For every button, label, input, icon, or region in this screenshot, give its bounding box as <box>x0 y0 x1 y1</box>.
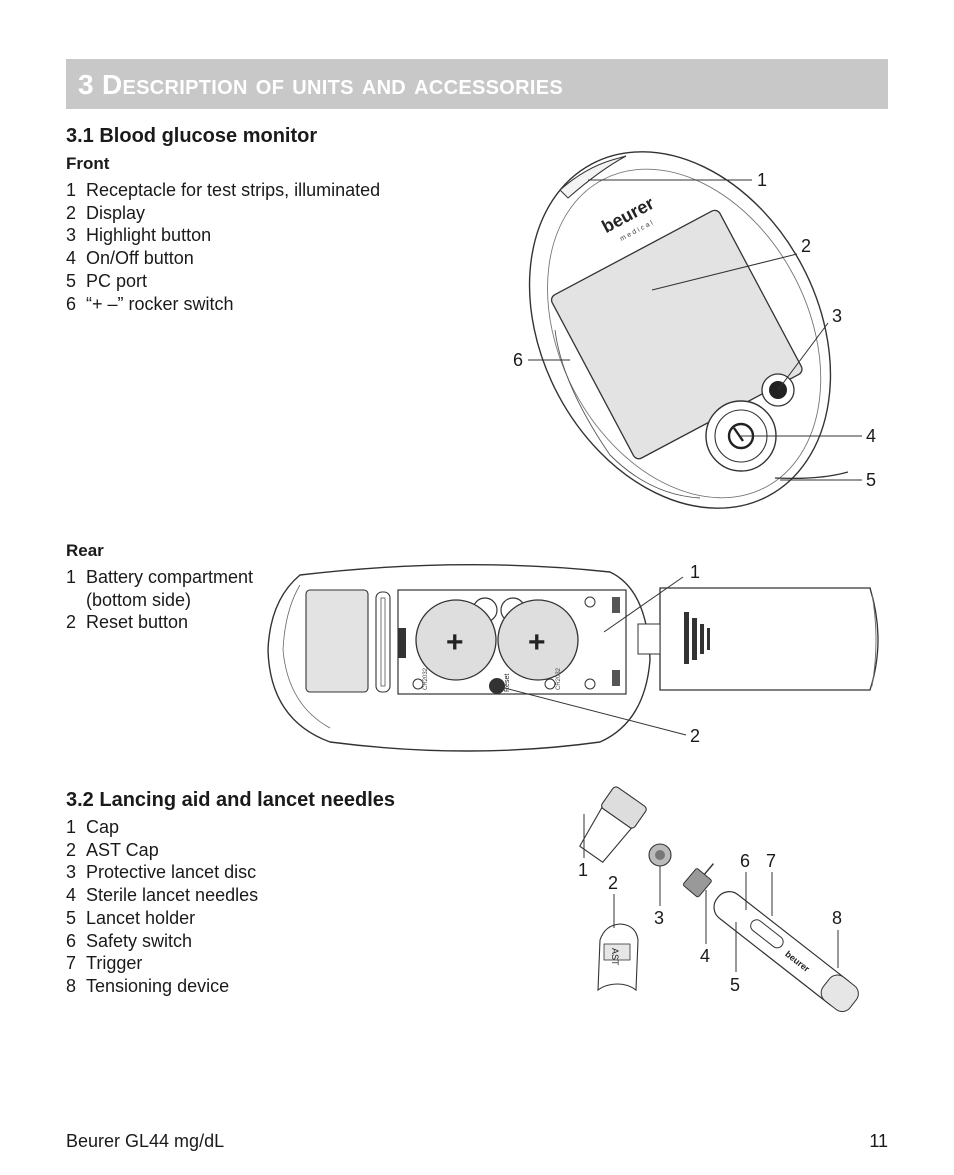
footer-product: Beurer GL44 mg/dL <box>66 1131 225 1151</box>
callout-label: 5 <box>730 975 740 995</box>
heading-blood-glucose-monitor: 3.1 Blood glucose monitor <box>66 125 318 147</box>
battery-type-label: CR2032 <box>423 667 429 690</box>
battery-plus-sign: + <box>528 626 546 659</box>
callout-label: 5 <box>866 470 876 490</box>
callout-label: 1 <box>690 562 700 582</box>
callout-label: 3 <box>832 306 842 326</box>
callout-label: 1 <box>757 170 767 190</box>
callout-label: 8 <box>832 908 842 928</box>
heading-lancing-aid: 3.2 Lancing aid and lancet needles <box>66 789 395 811</box>
callout-label: 7 <box>766 851 776 871</box>
callout-label: 2 <box>801 236 811 256</box>
list-item: 6“+ –” rocker switch <box>66 293 234 314</box>
callout-label: 2 <box>690 726 700 746</box>
callout-label: 2 <box>608 873 618 893</box>
section-title: 3 Description of units and accessories <box>78 69 564 100</box>
label-front: Front <box>66 154 110 173</box>
callout-label: 4 <box>866 426 876 446</box>
ast-cap-label: AST <box>610 948 620 966</box>
callout-label: 1 <box>578 860 588 880</box>
list-item: (bottom side) <box>86 589 192 610</box>
label-rear: Rear <box>66 541 104 560</box>
callout-label: 6 <box>740 851 750 871</box>
callout-label: 3 <box>654 908 664 928</box>
battery-type-label: CR2032 <box>556 667 562 690</box>
reset-label: Reset <box>504 674 511 692</box>
page-number: 11 <box>869 1131 888 1151</box>
battery-plus-sign: + <box>446 626 464 659</box>
section-banner: 3 Description of units and accessories <box>66 59 888 109</box>
callout-label: 6 <box>513 350 523 370</box>
callout-label: 4 <box>700 946 710 966</box>
